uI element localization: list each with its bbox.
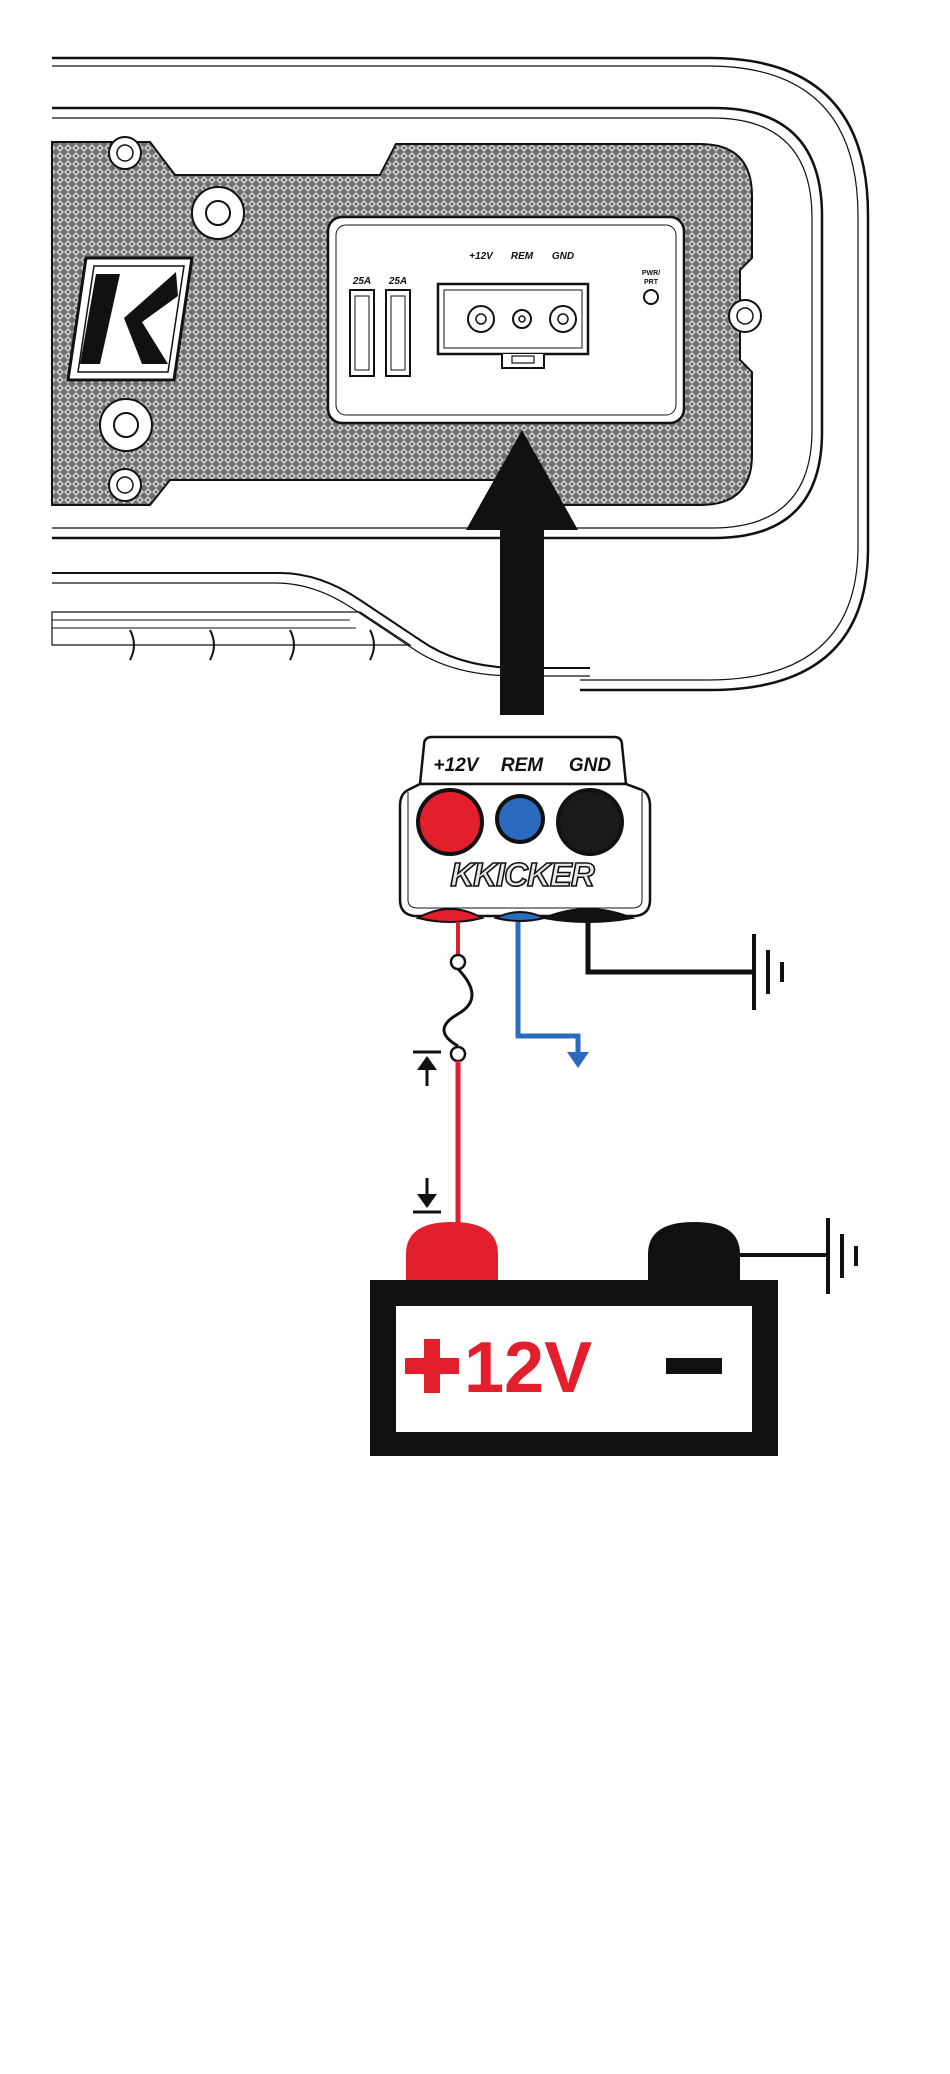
- battery: 12V: [370, 1222, 778, 1456]
- remote-arrow-icon: [567, 1052, 589, 1068]
- led-label: PRT: [644, 279, 659, 286]
- distance-marker-icon: [413, 1052, 441, 1212]
- amp-terminal-label: +12V: [469, 251, 494, 262]
- plug-terminal-label: +12V: [434, 755, 480, 776]
- plug-terminal-label: GND: [569, 755, 612, 776]
- plug-brand: KKICKER: [450, 856, 595, 893]
- led-label: PWR/: [642, 270, 660, 277]
- fuse-label: 25A: [352, 276, 371, 287]
- kicker-power-plug: +12V REM GND KKICKER: [400, 737, 650, 922]
- battery-positive-label: 12V: [464, 1328, 592, 1408]
- fuse-label: 25A: [388, 276, 407, 287]
- amp-terminal-label: GND: [552, 251, 574, 262]
- plug-terminal-label: REM: [501, 755, 544, 776]
- plug-ground-wire: [588, 922, 752, 972]
- battery-negative-post: [648, 1222, 740, 1282]
- kicker-logo-icon: [68, 258, 192, 380]
- battery-minus-icon: [666, 1358, 722, 1374]
- ground-symbol-icon: [828, 1218, 856, 1294]
- inline-fuse-icon: [444, 922, 472, 1061]
- ground-symbol-icon: [754, 934, 782, 1010]
- remote-wire: [518, 922, 578, 1056]
- amp-terminal-label: REM: [511, 251, 534, 262]
- battery-positive-post: [406, 1222, 498, 1282]
